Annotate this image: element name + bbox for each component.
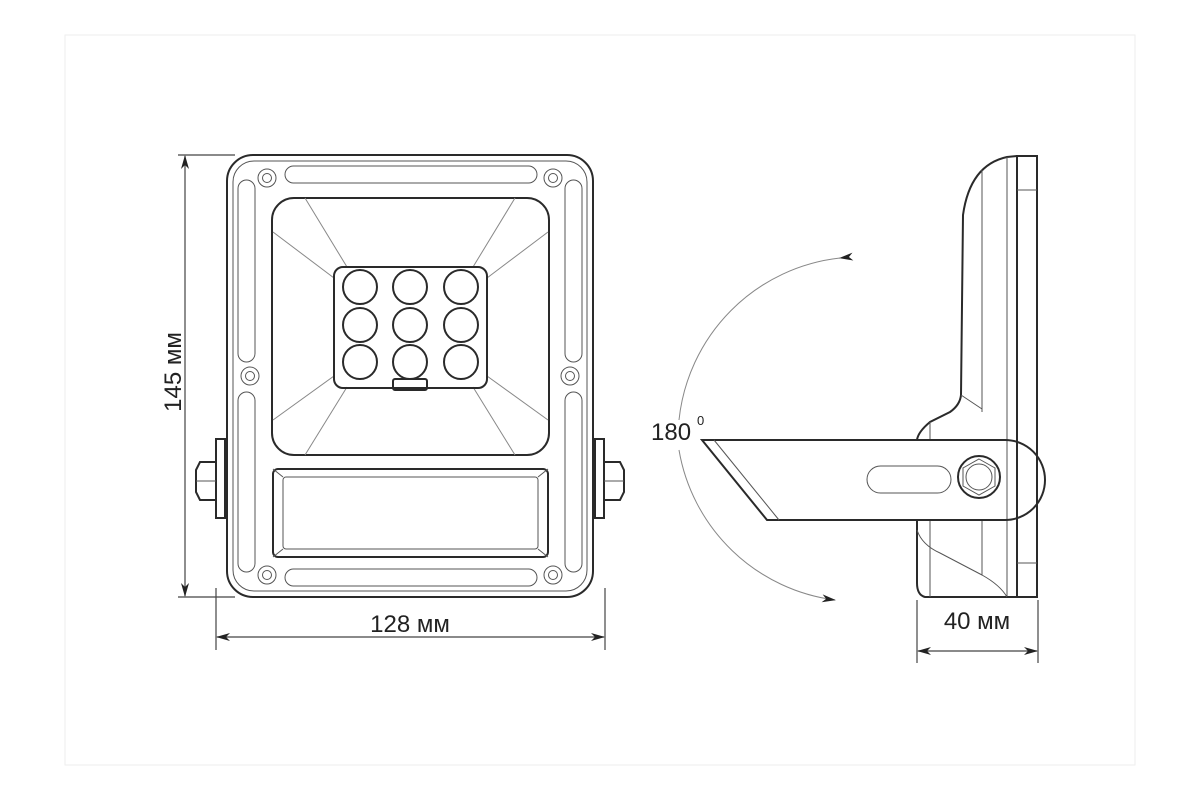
led-connector-tab <box>392 378 428 391</box>
height-dimension: 145 мм <box>160 154 235 598</box>
left-fin-slot-upper <box>237 179 256 363</box>
led-icon <box>443 269 479 305</box>
reflector-area <box>271 197 550 456</box>
rotation-arc-upper <box>678 252 854 421</box>
drawing-frame <box>64 34 1136 766</box>
left-fin-slot-lower <box>237 391 256 573</box>
side-view: 180 0 <box>651 155 1046 603</box>
right-fin-slot-upper <box>564 179 583 363</box>
left-bracket-mount <box>195 438 226 519</box>
housing-outline <box>226 154 594 598</box>
led-icon <box>342 269 378 305</box>
led-icon <box>443 307 479 343</box>
screw-icon <box>543 168 563 188</box>
screw-icon <box>543 565 563 585</box>
depth-label: 40 мм <box>944 608 1010 635</box>
bolt-icon <box>957 455 1001 499</box>
front-glass-edge <box>1016 155 1038 598</box>
bracket-adjust-slot <box>866 465 952 494</box>
led-icon <box>392 307 428 343</box>
led-icon <box>392 269 428 305</box>
nut-icon <box>195 461 217 501</box>
led-array <box>342 269 479 380</box>
bottom-fin-slot <box>284 568 538 587</box>
screw-icon <box>257 168 277 188</box>
front-view <box>195 154 625 598</box>
led-icon <box>342 344 378 380</box>
nut-icon <box>603 461 625 501</box>
angle-label: 180 <box>651 419 691 446</box>
screw-icon <box>560 366 580 386</box>
screw-icon <box>257 565 277 585</box>
led-board <box>333 266 488 389</box>
screw-icon <box>240 366 260 386</box>
width-label: 128 мм <box>370 611 450 638</box>
right-bracket-mount <box>594 438 625 519</box>
mounting-bracket <box>699 439 1046 521</box>
rotation-arc-lower <box>678 449 836 603</box>
width-dimension: 128 мм <box>215 588 606 650</box>
led-icon <box>443 344 479 380</box>
led-icon <box>392 344 428 380</box>
housing-profile-bottom <box>916 520 1017 598</box>
reflector-facets <box>272 197 549 456</box>
degree-sign: 0 <box>697 413 704 428</box>
height-label: 145 мм <box>160 332 187 412</box>
right-fin-slot-lower <box>564 391 583 573</box>
depth-dimension: 40 мм <box>916 600 1039 663</box>
driver-panel <box>272 468 549 558</box>
driver-panel-inner <box>282 476 539 550</box>
top-fin-slot <box>284 165 538 184</box>
led-icon <box>342 307 378 343</box>
housing-inner-outline <box>232 160 588 592</box>
screw-icons <box>240 168 580 585</box>
housing-profile-top <box>916 155 1018 441</box>
